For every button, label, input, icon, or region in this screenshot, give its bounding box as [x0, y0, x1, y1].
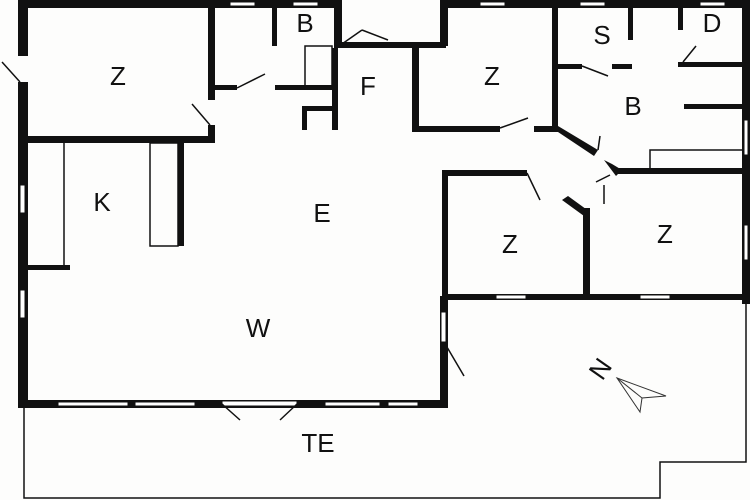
room-label: F — [360, 71, 376, 101]
terrace-outline — [23, 300, 747, 499]
room-label: Z — [502, 229, 518, 259]
room-label: Z — [657, 219, 673, 249]
room-label: TE — [301, 428, 334, 458]
room-label: B — [624, 91, 641, 121]
north-label: N — [583, 352, 618, 385]
room-label: K — [93, 187, 111, 217]
room-label: E — [313, 198, 330, 228]
walls — [18, 0, 750, 408]
room-label: S — [593, 20, 610, 50]
room-label: B — [296, 8, 313, 38]
room-label: Z — [110, 61, 126, 91]
door-swings — [1, 29, 697, 421]
room-label: W — [246, 313, 271, 343]
room-label: Z — [484, 61, 500, 91]
north-arrow-icon: N — [583, 352, 667, 414]
room-label: D — [703, 8, 722, 38]
